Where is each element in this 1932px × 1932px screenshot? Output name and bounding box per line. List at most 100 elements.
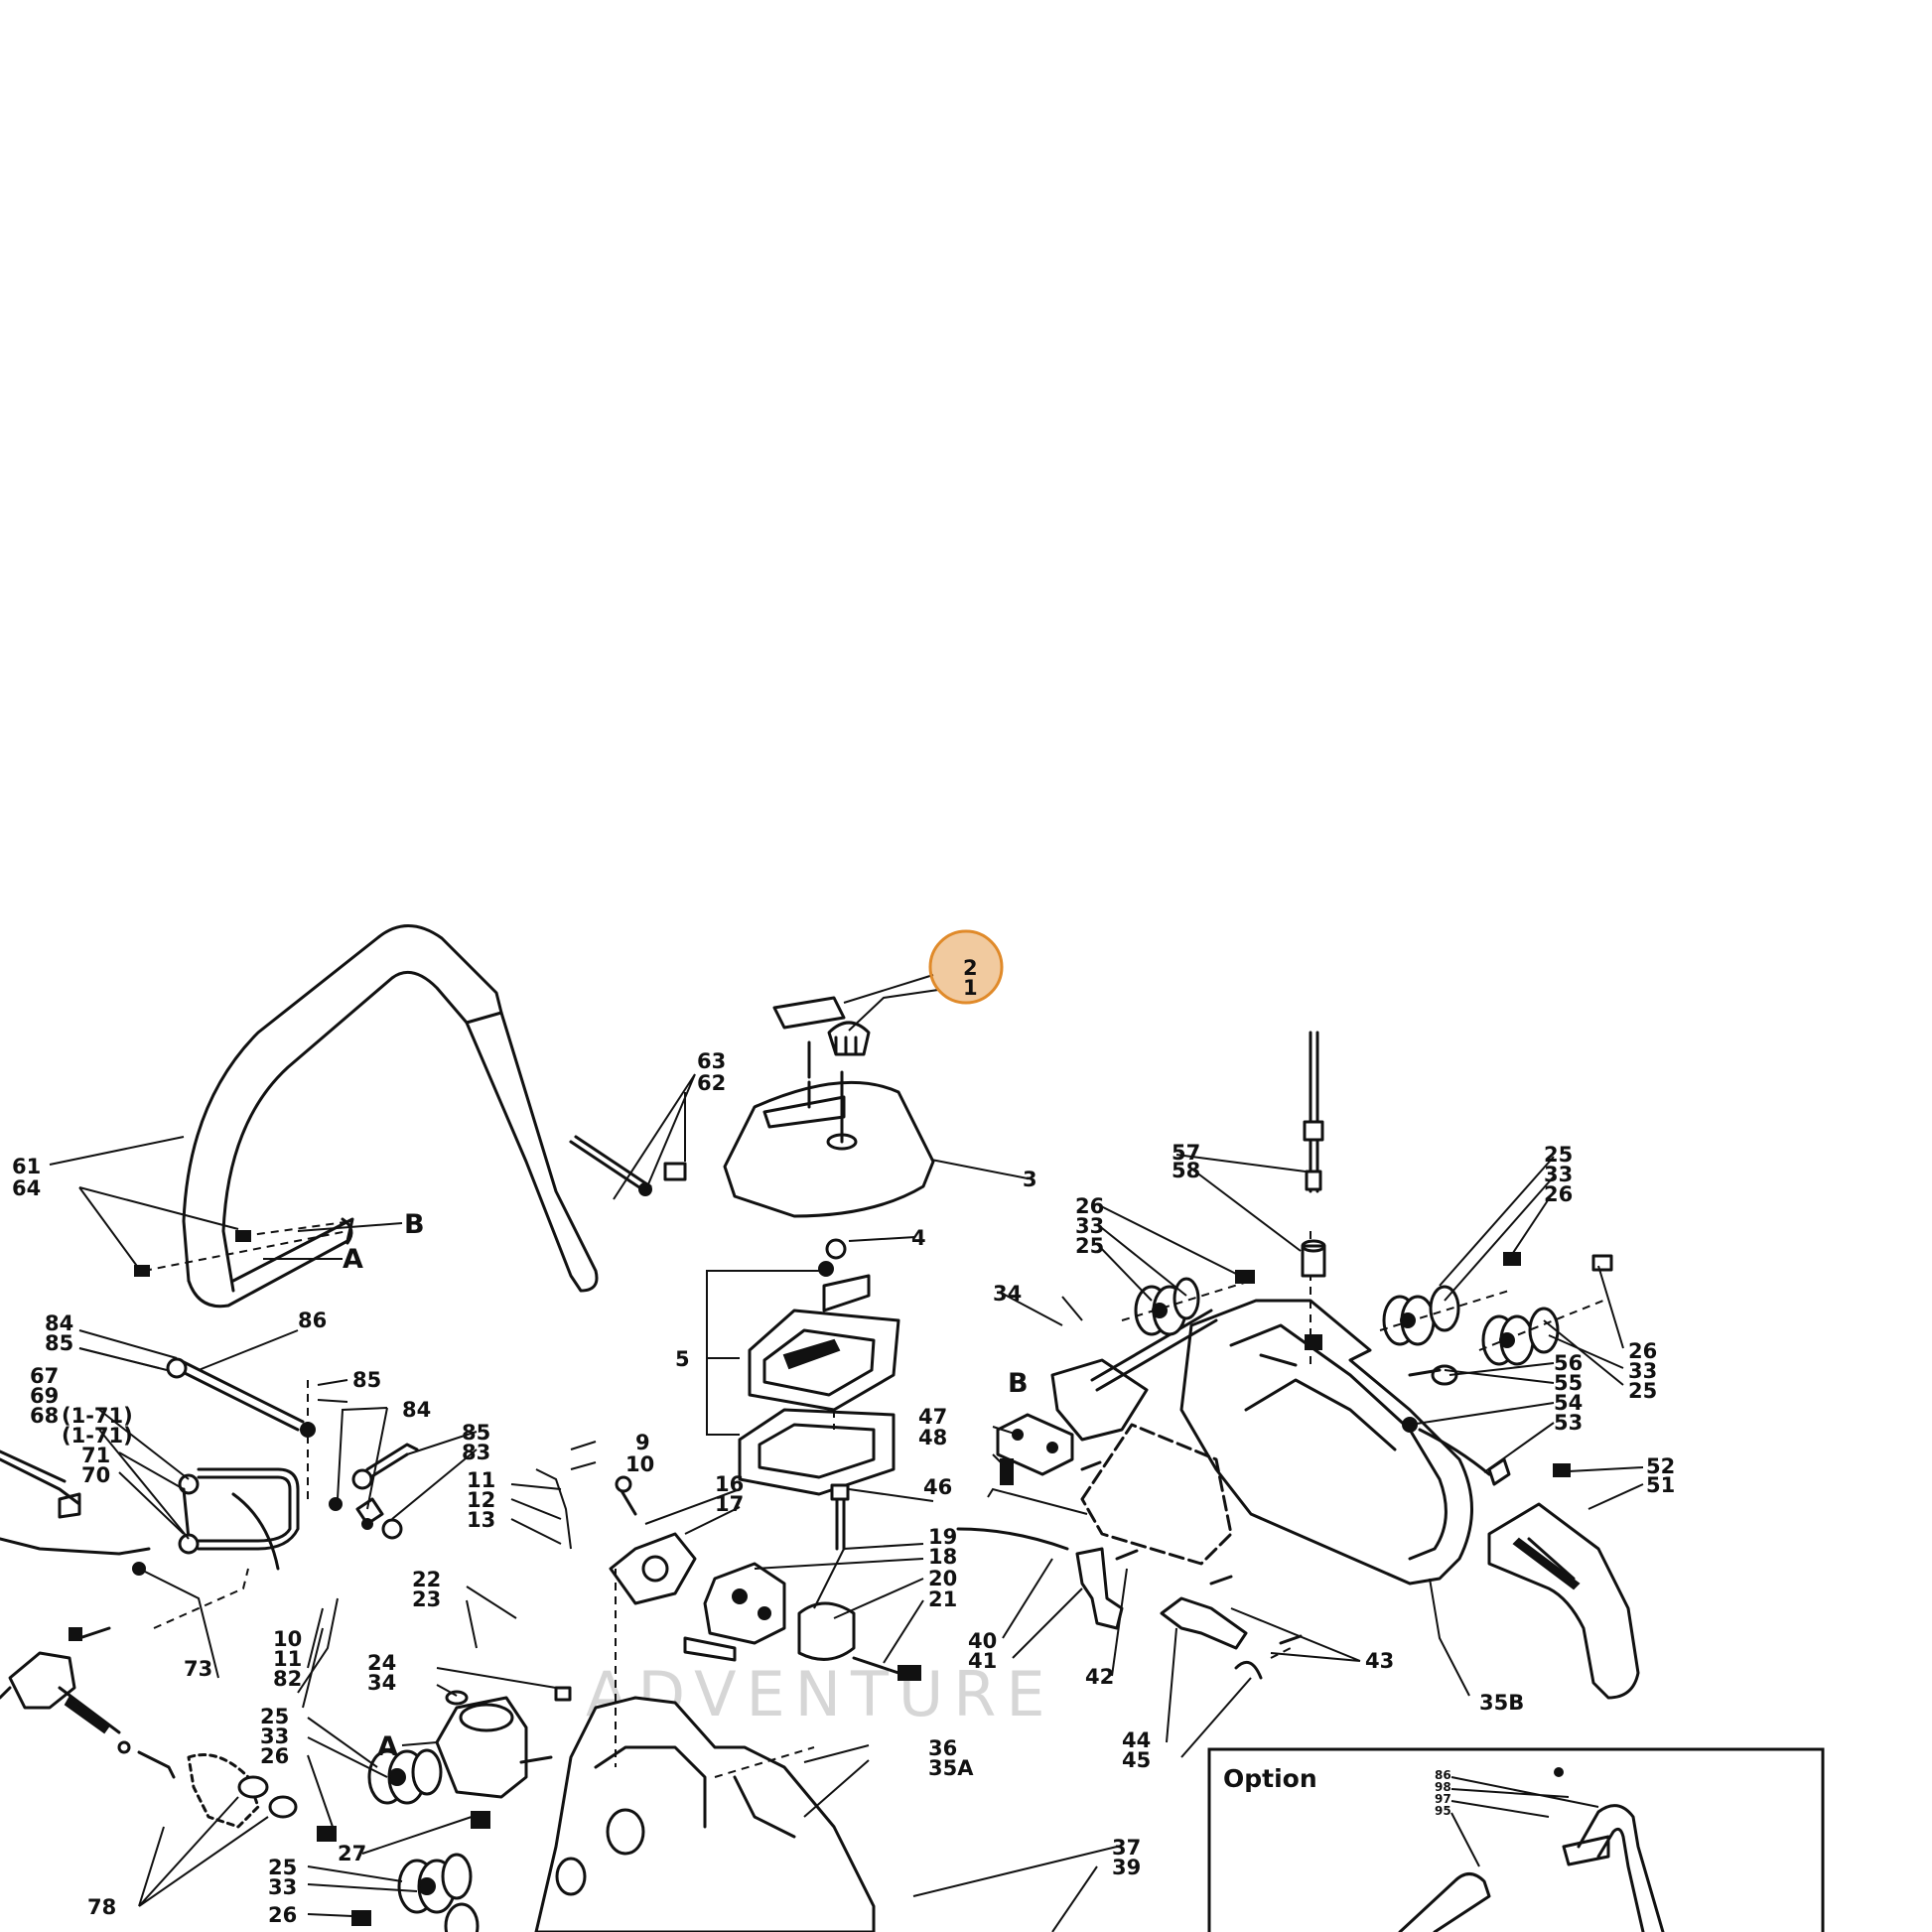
callout-33-a: 33 [1075,1214,1104,1238]
callout-26-a: 26 [1075,1194,1104,1218]
buffers-right-mid [1379,1252,1521,1346]
callout-18: 18 [928,1545,957,1569]
callout-85-c: 85 [462,1421,490,1445]
callout-10-b: 10 [273,1627,302,1651]
callout-85-b: 85 [352,1368,381,1392]
callout-52: 52 [1646,1454,1675,1478]
throttle-linkage [0,1357,419,1576]
leader-lines [49,974,1644,1932]
crankcase-35A [534,1569,876,1932]
air-filter-assembly [738,1238,900,1496]
callout-64: 64 [12,1176,41,1200]
intake-parts [609,1475,850,1605]
callout-1-71-a: (1-71) [62,1404,133,1428]
callout-5: 5 [675,1347,690,1371]
callout-41: 41 [968,1649,997,1673]
rod-57 [1301,1031,1326,1278]
callout-A-2: A [377,1731,398,1762]
callout-47: 47 [918,1405,947,1429]
option-label-98: 98 [1435,1780,1451,1794]
callout-24: 24 [367,1651,396,1675]
callout-13: 13 [467,1508,495,1532]
cylinder-parts [435,1686,572,1799]
callout-63: 63 [697,1049,726,1073]
callout-22: 22 [412,1568,441,1591]
callout-B-1: B [404,1209,425,1240]
option-label-97: 97 [1435,1792,1451,1806]
callout-25-c: 25 [1628,1379,1657,1403]
rear-hand-guard [1487,1502,1640,1700]
carburetor [683,1562,921,1681]
callout-62: 62 [697,1071,726,1095]
callout-33-b: 33 [1544,1163,1573,1186]
handle-bolt [569,1135,687,1196]
option-box: Option 86 98 97 95 [1207,1747,1825,1932]
callout-26-b: 26 [1544,1182,1573,1206]
callout-71: 71 [81,1444,110,1467]
callout-B-2: B [1008,1368,1029,1399]
fuel-line [153,1492,280,1629]
gasket [1050,1358,1233,1566]
callout-27: 27 [338,1842,366,1865]
callout-35B: 35B [1479,1691,1524,1715]
callout-11-a: 11 [467,1468,495,1492]
callout-19: 19 [928,1525,957,1549]
callout-3: 3 [1023,1168,1037,1191]
callout-67: 67 [30,1364,59,1388]
callout-34-a: 34 [993,1282,1022,1306]
callout-57: 57 [1172,1141,1200,1165]
callout-46: 46 [923,1475,952,1499]
callout-1-71-b: (1-71) [62,1424,133,1448]
pins [1080,1460,1303,1645]
callout-48: 48 [918,1426,947,1449]
callout-16: 16 [715,1472,744,1496]
callout-33-e: 33 [268,1875,297,1899]
callout-36: 36 [928,1736,957,1760]
buffers-right-upper [1121,1270,1255,1336]
callout-51: 51 [1646,1473,1675,1497]
left-grip [0,1626,298,1829]
callout-45: 45 [1122,1748,1151,1772]
callout-34-b: 34 [367,1671,396,1695]
callout-53: 53 [1554,1411,1583,1435]
clip-44 [1160,1596,1292,1680]
callout-56: 56 [1554,1351,1583,1375]
callout-40: 40 [968,1629,997,1653]
callout-25-e: 25 [268,1856,297,1879]
callout-54: 54 [1554,1391,1583,1415]
callout-17: 17 [715,1492,744,1516]
callout-39: 39 [1112,1856,1141,1879]
callout-44: 44 [1122,1728,1151,1752]
tank-housing-35B [1090,1231,1473,1586]
label-plate [772,996,846,1030]
callout-2: 2 [963,956,978,980]
callout-25-a: 25 [1075,1234,1104,1258]
callout-43: 43 [1365,1649,1394,1673]
highlight-marker [928,929,1004,1005]
callout-26-e: 26 [268,1903,297,1927]
callout-55: 55 [1554,1371,1583,1395]
callout-69: 69 [30,1384,59,1408]
callout-4: 4 [911,1226,926,1250]
option-title: Option [1223,1764,1317,1793]
callout-10-a: 10 [625,1452,654,1476]
callout-26-d: 26 [260,1744,289,1768]
part-47-block [996,1413,1074,1485]
callout-25-d: 25 [260,1705,289,1728]
callout-11-b: 11 [273,1647,302,1671]
buffers-right-low [1478,1254,1613,1366]
callout-42: 42 [1085,1665,1114,1689]
buffers-left [317,1748,490,1932]
callout-84-a: 84 [45,1311,73,1335]
callout-21: 21 [928,1587,957,1611]
callout-35A: 35A [928,1756,974,1780]
callout-26-c: 26 [1628,1339,1657,1363]
callout-20: 20 [928,1567,957,1590]
filler-cap [827,1021,871,1056]
callout-9: 9 [635,1431,650,1454]
callout-85-a: 85 [45,1331,73,1355]
lever-40 [956,1527,1124,1630]
callout-33-c: 33 [1628,1359,1657,1383]
option-label-95: 95 [1435,1804,1451,1818]
